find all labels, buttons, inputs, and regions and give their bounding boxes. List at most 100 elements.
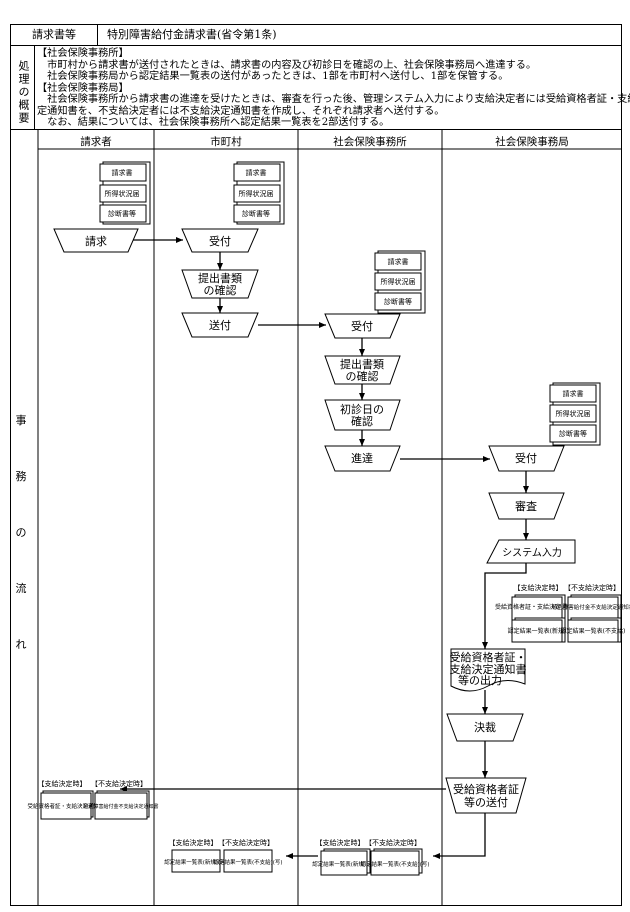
doc-grant-list: 認定結果一覧表(新規) bbox=[508, 627, 567, 635]
flow-side-char: れ bbox=[15, 638, 27, 651]
step-receive2: 受付 bbox=[351, 320, 373, 333]
office-grant-label: 【支給決定時】 bbox=[316, 838, 365, 847]
header-label: 請求書等 bbox=[32, 28, 76, 41]
step-output: 支給決定通知書 bbox=[450, 662, 527, 676]
bureau-grant-label: 【支給決定時】 bbox=[514, 583, 563, 592]
step-send-cert: 等の送付 bbox=[464, 795, 508, 809]
summary-line: 社会保険事務所から請求書の進達を受けたときは、審査を行った後、管理システム入力に… bbox=[37, 94, 630, 105]
doc-diagnosis: 診断書等 bbox=[242, 209, 270, 218]
claimant-nogrant-doc: 特別障害給付金不支給決定通知書 bbox=[83, 790, 159, 820]
step-review: 審査 bbox=[515, 499, 537, 513]
claimant-nogrant-label: 【不支給決定時】 bbox=[91, 779, 147, 788]
doc-diagnosis: 診断書等 bbox=[384, 297, 412, 306]
step-check-docs2: 提出書類 bbox=[340, 357, 384, 371]
lane-title-municipality: 市町村 bbox=[210, 136, 242, 148]
step-send1: 送付 bbox=[209, 318, 231, 332]
office-nogrant-list: 認定結果一覧表(不支給)(写) bbox=[360, 848, 430, 876]
connector bbox=[482, 563, 527, 649]
municipality-nogrant-label: 【不支給決定時】 bbox=[218, 838, 274, 847]
claimant-grant-doc: 受給資格者証・支給決定通知書 bbox=[27, 790, 105, 820]
bureau-nogrant-docs: 特別障害給付金不支給決定通知書 認定結果一覧表(不支給) bbox=[552, 594, 630, 643]
flow-frame bbox=[10, 129, 622, 906]
step-send1-shape bbox=[181, 312, 259, 338]
step-check-docs: の確認 bbox=[204, 283, 237, 297]
step-review-shape bbox=[488, 492, 565, 520]
claimant-grant-label: 【支給決定時】 bbox=[38, 779, 87, 788]
lane-title-claimant: 請求者 bbox=[80, 136, 112, 148]
step-output: 等の出力 bbox=[458, 673, 502, 687]
step-system-input: システム入力 bbox=[502, 546, 562, 559]
office-nogrant-label: 【不支給決定時】 bbox=[365, 838, 421, 847]
summary-side-label: 処理の概要 bbox=[17, 60, 30, 125]
summary-line: なお、結果については、社会保険事務所へ認定結果一覧表を2部送付する。 bbox=[37, 117, 390, 128]
step-check-docs2-shape bbox=[324, 355, 401, 385]
municipality-grant-list: 認定結果一覧表(新規)(写) bbox=[164, 849, 228, 873]
step-approve: 決裁 bbox=[474, 721, 496, 734]
step-check-docs2: の確認 bbox=[346, 369, 379, 383]
summary-line: 定通知書を、不支給決定者には不支給決定通知書を作成し、それぞれ請求者へ送付する。 bbox=[37, 105, 445, 117]
step-output-shape bbox=[450, 648, 526, 692]
doc-diagnosis: 診断書等 bbox=[559, 429, 587, 438]
bureau-grant-docs: 受給資格者証・支給決定通知書 認定結果一覧表(新規) bbox=[495, 594, 579, 643]
doc-income-report: 所得状況届 bbox=[105, 189, 140, 198]
step-forward: 進達 bbox=[351, 452, 373, 465]
doc-stack-claimant: 請求書 所得状況届 診断書等 bbox=[99, 161, 151, 225]
doc-grant-cert: 受給資格者証・支給決定通知書 bbox=[495, 603, 579, 611]
doc-nogrant-list: 認定結果一覧表(不支給) bbox=[561, 627, 626, 635]
summary-line: 【社会保険事務所】 bbox=[37, 48, 129, 59]
step-approve-shape bbox=[446, 713, 524, 742]
doc-claimant-grant: 受給資格者証・支給決定通知書 bbox=[27, 802, 105, 810]
lane-title-bureau: 社会保険事務局 bbox=[495, 136, 569, 148]
doc-claim-form: 請求書 bbox=[112, 168, 133, 177]
doc-stack-office: 請求書 所得状況届 診断書等 bbox=[374, 250, 426, 314]
step-claim-shape bbox=[53, 228, 139, 253]
doc-diagnosis: 診断書等 bbox=[108, 209, 136, 218]
doc-municipality-grant-list: 認定結果一覧表(新規)(写) bbox=[164, 858, 228, 866]
flow-side-char: 事 bbox=[15, 414, 27, 427]
step-first-visit: 初診日の bbox=[340, 402, 384, 416]
summary-box: 処理の概要 【社会保険事務所】 市町村から請求書が送付されたときは、請求書の内容… bbox=[10, 45, 630, 130]
flow-side-char: 務 bbox=[15, 470, 27, 483]
connector bbox=[433, 813, 486, 859]
summary-line: 【社会保険事務局】 bbox=[37, 82, 129, 94]
flow-side-label: 事 務 の 流 れ bbox=[14, 412, 28, 652]
doc-income-report: 所得状況届 bbox=[239, 189, 274, 198]
doc-claim-form: 請求書 bbox=[388, 257, 409, 266]
doc-nogrant-notice: 特別障害給付金不支給決定通知書 bbox=[552, 603, 630, 611]
doc-income-report: 所得状況届 bbox=[556, 409, 591, 418]
bureau-nogrant-label: 【不支給決定時】 bbox=[564, 583, 620, 592]
step-send-cert-shape bbox=[445, 777, 527, 814]
summary-line: 市町村から請求書が送付されたときは、請求書の内容及び初診日を確認の上、社会保険事… bbox=[37, 59, 537, 71]
doc-income-report: 所得状況届 bbox=[381, 277, 416, 286]
step-first-visit: 確認 bbox=[351, 414, 373, 428]
step-receive3: 受付 bbox=[515, 452, 537, 465]
doc-stack-bureau: 請求書 所得状況届 診断書等 bbox=[549, 382, 601, 446]
doc-claim-form: 請求書 bbox=[563, 389, 584, 398]
doc-stack-municipality: 請求書 所得状況届 診断書等 bbox=[233, 161, 285, 225]
doc-municipality-nogrant-list: 認定結果一覧表(不支給)(写) bbox=[213, 858, 282, 866]
step-output: 受給資格者証・ bbox=[450, 650, 527, 664]
step-forward-shape bbox=[324, 445, 401, 472]
step-receive1-shape bbox=[181, 228, 259, 253]
municipality-nogrant-list: 認定結果一覧表(不支給)(写) bbox=[213, 849, 283, 873]
office-grant-list: 認定結果一覧表(新規)(写) bbox=[312, 848, 376, 876]
header-divider bbox=[97, 25, 98, 45]
flow-side-char: 流 bbox=[15, 582, 27, 595]
summary-text: 【社会保険事務所】 市町村から請求書が送付されたときは、請求書の内容及び初診日を… bbox=[37, 48, 630, 129]
step-send-cert: 受給資格者証 bbox=[453, 782, 519, 796]
step-system-input-shape bbox=[486, 539, 576, 564]
step-receive1: 受付 bbox=[209, 235, 231, 248]
doc-claim-form: 請求書 bbox=[246, 168, 267, 177]
step-check-docs: 提出書類 bbox=[198, 271, 242, 285]
step-check-docs-shape bbox=[181, 269, 259, 299]
step-first-visit-shape bbox=[324, 399, 401, 431]
step-claim: 請求 bbox=[85, 234, 107, 248]
header-table: 請求書等 特別障害給付金請求書(省令第1条) bbox=[10, 24, 622, 46]
municipality-grant-label: 【支給決定時】 bbox=[169, 838, 218, 847]
lane-title-office: 社会保険事務所 bbox=[333, 136, 407, 148]
header-title: 特別障害給付金請求書(省令第1条) bbox=[107, 28, 277, 41]
summary-line: 社会保険事務局から認定結果一覧表の送付があったときは、1部を市町村へ送付し、1部… bbox=[37, 71, 509, 82]
step-receive3-shape bbox=[488, 445, 565, 472]
summary-divider bbox=[34, 46, 35, 129]
doc-office-nogrant-list: 認定結果一覧表(不支給)(写) bbox=[360, 860, 429, 868]
